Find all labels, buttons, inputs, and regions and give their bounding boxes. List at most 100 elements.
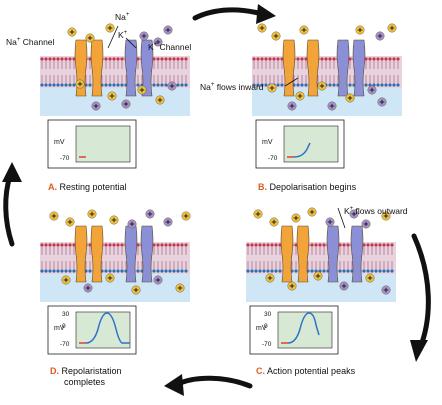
lipid-bilayer — [246, 242, 396, 274]
membrane-potential-graph: mV-70 — [47, 119, 137, 169]
k-flow-label: K+ flows outward — [344, 206, 408, 216]
k-ion — [139, 31, 149, 41]
na-ion — [365, 273, 375, 283]
action-potential-curve — [287, 312, 320, 344]
membrane-potential-graph: mV 30 0 -70 — [47, 305, 137, 355]
na-ion — [253, 209, 263, 219]
na-ion — [345, 93, 355, 103]
na-ion — [355, 25, 365, 35]
na-ion-label: Na+ — [115, 12, 130, 22]
graph-plot-area — [75, 125, 131, 163]
action-potential-curve — [85, 312, 130, 344]
k-ion — [163, 25, 173, 35]
na-ion — [49, 211, 59, 221]
k-ion — [153, 275, 163, 285]
graph-tick-label: -70 — [60, 341, 70, 348]
lipid-bilayer — [252, 56, 402, 88]
na-ion — [175, 283, 185, 293]
na-ion — [299, 25, 309, 35]
panel-depolarisation: mV-70 — [252, 23, 402, 169]
na-ion — [75, 79, 85, 89]
cycle-arrow-right — [411, 233, 431, 351]
membrane-potential-graph: mV-70 — [255, 119, 345, 169]
graph-tick-label: -70 — [262, 341, 272, 348]
lipid-bilayer — [40, 242, 190, 274]
k-ion — [339, 281, 349, 291]
na-ion — [271, 31, 281, 41]
k-ion — [145, 209, 155, 219]
na-ion — [257, 23, 267, 33]
panel-resting: mV-70 — [40, 23, 190, 169]
k-ion — [361, 219, 371, 229]
k-ion — [381, 285, 391, 295]
k-ion — [375, 31, 385, 41]
na-channel — [74, 225, 104, 283]
k-channel — [326, 225, 364, 283]
graph-tick-label: 30 — [62, 311, 70, 318]
k-label-pointer — [125, 37, 137, 49]
na-flow-label: Na+ flows inward — [200, 82, 264, 92]
k-ion — [377, 97, 387, 107]
k-ion — [83, 283, 93, 293]
na-ion — [287, 281, 297, 291]
na-ion — [307, 207, 317, 217]
na-ion — [265, 273, 275, 283]
panel-repolarisation: mV 30 0 -70 — [40, 209, 191, 355]
k-channel — [124, 39, 154, 97]
na-ion — [313, 271, 323, 281]
na-channel-label: Na+ Channel — [6, 37, 55, 47]
k-ion — [349, 209, 359, 219]
na-ion — [105, 273, 115, 283]
na-ion — [109, 215, 119, 225]
na-ion — [87, 209, 97, 219]
k-ion-label: K+ — [118, 30, 128, 40]
cycle-arrow-bottom-head — [164, 374, 184, 396]
na-flow-pointer — [284, 77, 299, 87]
extracellular-space — [246, 220, 396, 242]
k-ion — [153, 37, 163, 47]
k-ion — [91, 101, 101, 111]
k-ion — [127, 219, 137, 229]
k-ion — [121, 99, 131, 109]
graph-plot-area — [283, 125, 339, 163]
graph-tick-label: 0 — [62, 323, 66, 330]
caption-action-potential: C. Action potential peaks — [256, 366, 356, 376]
cycle-arrow-right-head — [410, 340, 428, 362]
na-ion — [107, 91, 117, 101]
cycle-arrow-left-head — [2, 162, 22, 182]
graph-y-label: mV — [256, 325, 267, 332]
na-ion — [181, 211, 191, 221]
na-channel — [280, 225, 310, 283]
graph-plot-area — [277, 311, 333, 349]
na-ion — [381, 211, 391, 221]
na-ion — [317, 81, 327, 91]
k-flow-pointer — [337, 207, 346, 229]
na-ion — [155, 95, 165, 105]
na-ion — [387, 23, 397, 33]
na-ion — [85, 33, 95, 43]
k-channel — [124, 225, 154, 283]
caption-resting: A. Resting potential — [48, 182, 127, 192]
k-ion — [325, 217, 335, 227]
lipid-bilayer — [40, 56, 190, 88]
na-ion — [131, 285, 141, 295]
graph-y-label: mV — [54, 139, 65, 146]
na-ion — [295, 91, 305, 101]
graph-tick-label: 0 — [264, 323, 268, 330]
intracellular-space — [252, 88, 402, 116]
k-channel — [336, 39, 366, 97]
cycle-arrow-top-head — [256, 4, 276, 24]
k-ion — [163, 217, 173, 227]
intracellular-space — [40, 88, 190, 116]
action-potential-curve — [293, 142, 311, 158]
k-ion — [367, 85, 377, 95]
na-ion — [267, 83, 277, 93]
na-ion — [105, 23, 115, 33]
na-ion — [61, 275, 71, 285]
na-label-pointer — [107, 25, 119, 49]
na-ion — [137, 85, 147, 95]
graph-y-label: mV — [54, 325, 65, 332]
cycle-arrow-bottom — [175, 375, 253, 389]
